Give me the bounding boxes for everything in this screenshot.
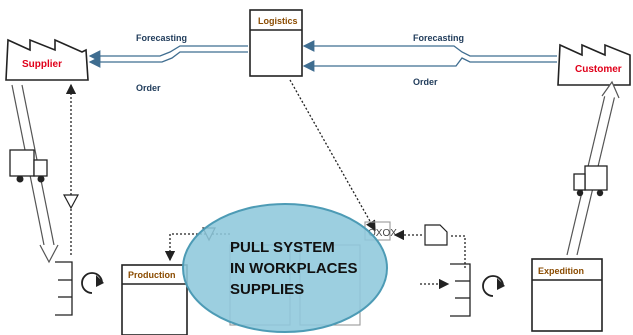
- center-line-3: SUPPLIES: [230, 281, 304, 298]
- order-line-left: [88, 51, 248, 68]
- inventory-stack-right: [450, 263, 471, 317]
- info-flow-right: [302, 40, 557, 72]
- expedition-box: Expedition: [531, 258, 603, 332]
- production-label: Production: [128, 270, 176, 280]
- kanban-card-icon: [424, 224, 448, 246]
- factory-icon: [5, 38, 89, 81]
- factory-icon: [557, 43, 631, 86]
- forecasting-label-right: Forecasting: [413, 33, 464, 43]
- cycle-arrow-head: [96, 275, 104, 287]
- logistics-to-workplace-line: [289, 79, 376, 232]
- logistics-box: Logistics: [249, 9, 303, 77]
- inventory-triangle-icon: [62, 194, 80, 210]
- cycle-arrow-head: [497, 278, 505, 290]
- inventory-stack-left: [55, 261, 73, 316]
- info-flow-left: [88, 45, 248, 68]
- forecast-line-left: [88, 45, 248, 62]
- center-line-2: IN WORKPLACES: [230, 260, 358, 277]
- center-line-1: PULL SYSTEM: [230, 239, 335, 256]
- supplier-factory: Supplier: [5, 38, 89, 81]
- expedition-label: Expedition: [538, 266, 584, 276]
- customer-factory: Customer: [557, 43, 631, 86]
- forecast-line-right: [302, 40, 557, 57]
- order-label-left: Order: [136, 83, 161, 93]
- logistics-label: Logistics: [258, 16, 298, 26]
- truck-icon: [9, 149, 48, 183]
- order-label-right: Order: [413, 77, 438, 87]
- svg-text:OXOX: OXOX: [368, 228, 397, 239]
- pull-system-callout: PULL SYSTEM IN WORKPLACES SUPPLIES: [182, 203, 388, 333]
- truck-icon: [573, 165, 608, 197]
- production-box: Production: [121, 264, 188, 335]
- forecasting-label-left: Forecasting: [136, 33, 187, 43]
- expedition-kanban-line: [450, 235, 466, 268]
- customer-label: Customer: [575, 64, 622, 75]
- cycle-arrow-icon: [81, 272, 103, 294]
- cycle-arrow-icon: [482, 275, 504, 297]
- order-line-right: [302, 57, 557, 72]
- supplier-label: Supplier: [22, 59, 62, 70]
